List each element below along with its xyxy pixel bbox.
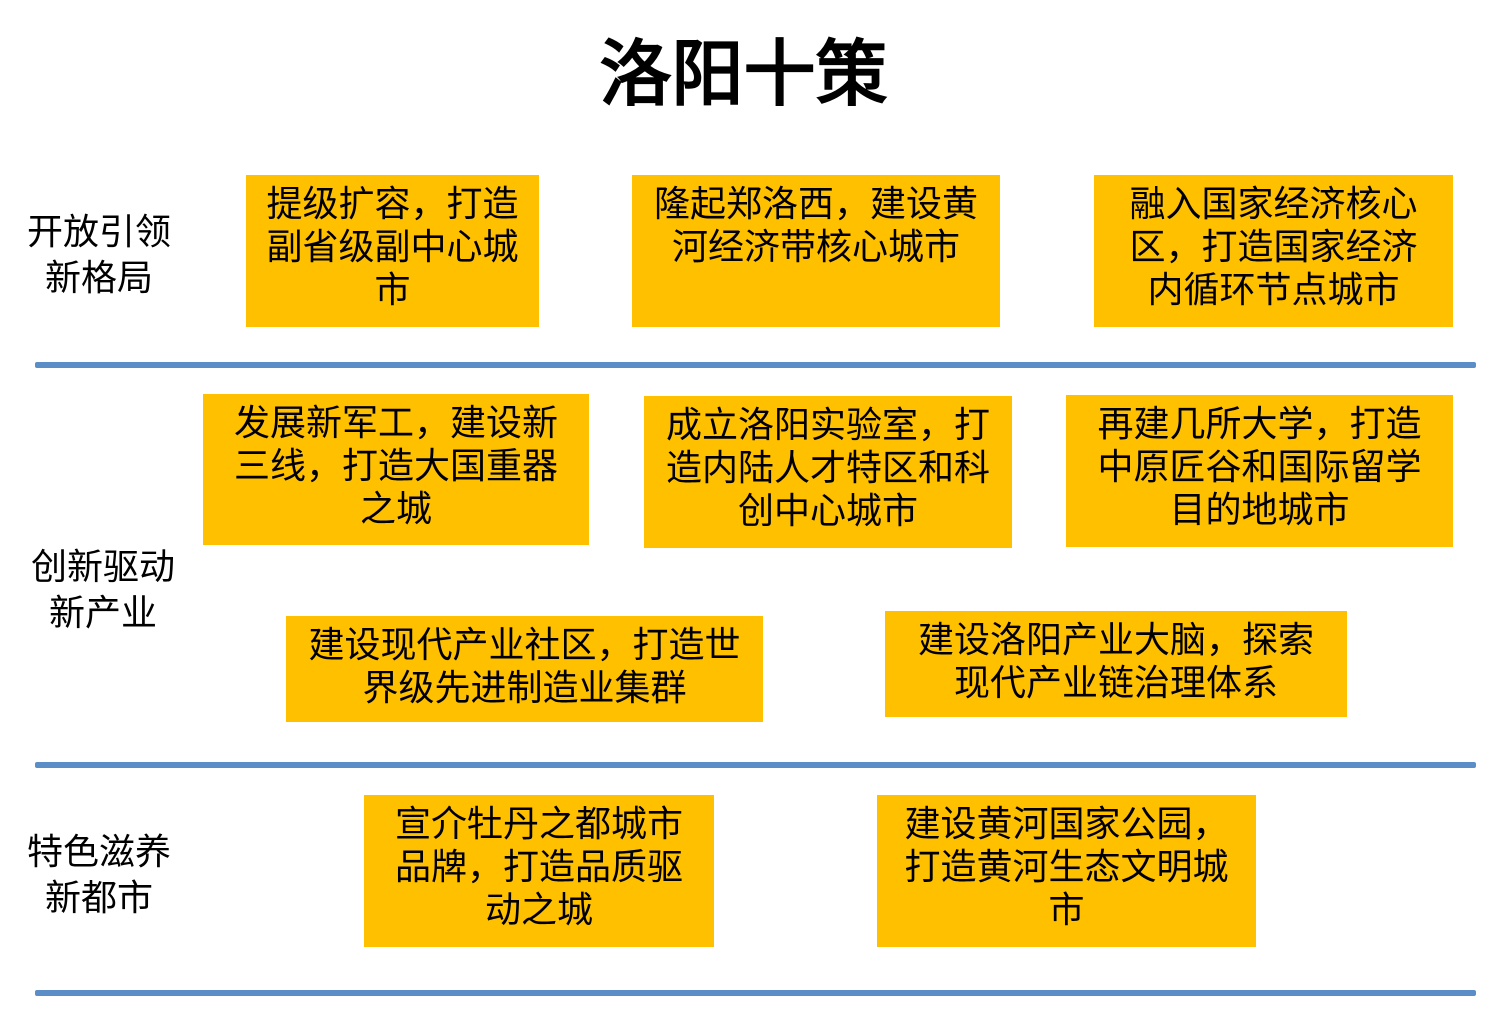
strategy-box: 成立洛阳实验室，打造内陆人才特区和科创中心城市: [644, 396, 1012, 548]
section-label-line: 特色滋养: [26, 832, 171, 873]
section-label-line: 新都市: [44, 878, 153, 919]
strategy-box: 隆起郑洛西，建设黄河经济带核心城市: [632, 175, 1000, 327]
strategy-box: 建设洛阳产业大脑，探索现代产业链治理体系: [885, 611, 1347, 717]
strategy-box: 提级扩容，打造副省级副中心城市: [246, 175, 539, 327]
section-label-line: 新产业: [48, 593, 157, 634]
strategy-box: 再建几所大学，打造中原匠谷和国际留学目的地城市: [1066, 395, 1453, 547]
page-title: 洛阳十策: [599, 31, 888, 116]
strategy-box: 融入国家经济核心区，打造国家经济内循环节点城市: [1094, 175, 1453, 327]
section-divider: [35, 762, 1476, 768]
section-label-opening: 开放引领 新格局: [14, 210, 184, 302]
section-label-line: 开放引领: [26, 212, 171, 253]
section-label-innovation: 创新驱动 新产业: [18, 545, 188, 637]
strategy-box: 宣介牡丹之都城市品牌，打造品质驱动之城: [364, 795, 714, 947]
section-divider: [35, 990, 1476, 996]
strategy-box: 建设现代产业社区，打造世界级先进制造业集群: [286, 616, 763, 722]
section-label-line: 创新驱动: [30, 547, 175, 588]
strategy-box: 发展新军工，建设新三线，打造大国重器之城: [203, 394, 589, 545]
section-divider: [35, 362, 1476, 368]
section-label-features: 特色滋养 新都市: [14, 830, 184, 922]
strategy-box: 建设黄河国家公园，打造黄河生态文明城市: [877, 795, 1256, 947]
section-label-line: 新格局: [44, 258, 153, 299]
